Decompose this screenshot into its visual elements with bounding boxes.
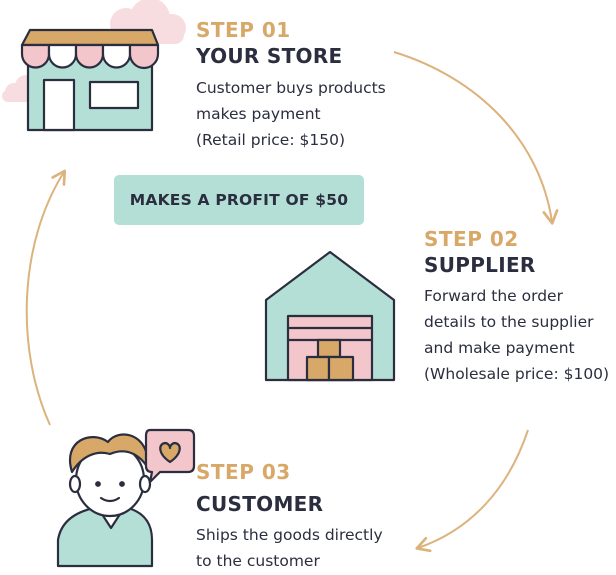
description-line: makes payment [196, 105, 321, 123]
profit-badge: MAKES A PROFIT OF $50 [114, 175, 364, 225]
step-03-title: CUSTOMER [196, 492, 324, 516]
step-03-label: STEP 03 [196, 460, 291, 484]
step-02-description: Forward the order details to the supplie… [424, 283, 609, 387]
step-01-title: YOUR STORE [196, 44, 343, 68]
description-line: (Retail price: $150) [196, 131, 345, 149]
store-icon [20, 28, 160, 132]
step-02-label: STEP 02 [424, 227, 519, 251]
warehouse-icon [264, 250, 396, 382]
arrow-icon [393, 51, 559, 225]
description-line: Customer buys products [196, 79, 386, 97]
step-03-description: Ships the goods directly to the customer [196, 522, 383, 574]
description-line: Forward the order [424, 287, 563, 305]
description-line: details to the supplier [424, 313, 594, 331]
step-02-title: SUPPLIER [424, 253, 536, 277]
customer-icon [56, 433, 154, 568]
step-01-description: Customer buys products makes payment (Re… [196, 75, 386, 153]
description-line: (Wholesale price: $100) [424, 365, 610, 383]
description-line: and make payment [424, 339, 575, 357]
description-line: Ships the goods directly [196, 526, 383, 544]
heart-speech-bubble-icon [144, 428, 196, 484]
step-01-label: STEP 01 [196, 18, 291, 42]
arrow-icon [25, 169, 67, 426]
arrow-icon [415, 429, 529, 553]
description-line: to the customer [196, 552, 320, 570]
